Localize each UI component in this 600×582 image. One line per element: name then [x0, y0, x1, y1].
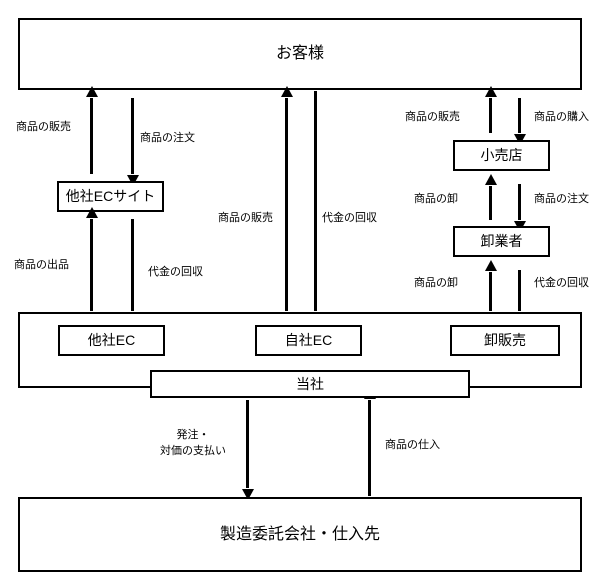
arrow-supplier-to-company-purchase — [363, 388, 376, 496]
node-own-ec: 自社EC — [255, 325, 362, 356]
arrow-customer-to-other-ec-site-order — [126, 98, 139, 186]
arrowhead-up-icon — [280, 86, 293, 97]
arrow-wholesaler-to-company-collect — [513, 270, 526, 323]
label-retailer-purchase: 商品の購入 — [534, 111, 589, 123]
label-retailer-wholesaler-wholesale: 商品の卸 — [414, 193, 458, 205]
label-customer-other-ec-site-sell: 商品の販売 — [16, 121, 71, 133]
node-wholesale-sales-label: 卸販売 — [484, 332, 526, 349]
node-our-company-label: 当社 — [296, 375, 324, 392]
arrowhead-up-icon — [484, 174, 497, 185]
arrow-wholesaler-to-retailer-wholesale — [484, 174, 497, 220]
label-other-ec-site-collect: 代金の回収 — [148, 266, 203, 278]
arrowhead-down-icon — [241, 489, 254, 500]
label-own-ec-collect: 代金の回収 — [322, 212, 377, 224]
arrow-company-to-supplier-order — [241, 400, 254, 500]
arrow-retailer-to-customer-sell — [484, 86, 497, 133]
arrow-company-to-wholesaler-wholesale — [484, 260, 497, 311]
node-wholesaler-label: 卸業者 — [480, 233, 523, 250]
node-other-ec-site-label: 他社ECサイト — [65, 188, 156, 205]
node-own-ec-label: 自社EC — [284, 332, 333, 349]
arrow-retailer-to-wholesaler-order — [513, 184, 526, 232]
label-wholesaler-company-collect: 代金の回収 — [534, 277, 589, 289]
node-retailer-label: 小売店 — [480, 147, 523, 164]
arrowhead-up-icon — [484, 260, 497, 271]
label-customer-other-ec-site-order: 商品の注文 — [140, 132, 195, 144]
label-company-supplier-order-line2: 対価の支払い — [160, 444, 226, 457]
arrowhead-down-icon — [126, 175, 139, 186]
label-company-supplier-order-line1: 発注・ — [176, 429, 210, 441]
node-supplier: 製造委託会社・仕入先 — [18, 497, 582, 572]
node-retailer: 小売店 — [453, 140, 550, 171]
label-retailer-wholesaler-order: 商品の注文 — [534, 193, 589, 205]
arrow-other-ec-site-to-company-collect — [126, 219, 139, 323]
node-other-ec-site: 他社ECサイト — [57, 181, 164, 212]
arrow-company-to-other-ec-site-listing — [85, 207, 98, 311]
node-wholesaler: 卸業者 — [453, 226, 550, 257]
label-retailer-sell: 商品の販売 — [405, 111, 460, 123]
arrow-customer-to-retailer-purchase — [513, 98, 526, 145]
node-wholesale-sales: 卸販売 — [450, 325, 560, 356]
label-company-supplier-order: 発注・ 対価の支払い — [148, 428, 238, 460]
node-other-ec-label: 他社EC — [87, 332, 136, 349]
node-supplier-label: 製造委託会社・仕入先 — [219, 525, 380, 543]
arrowhead-up-icon — [484, 86, 497, 97]
arrowhead-down-icon — [513, 134, 526, 145]
node-customer: お客様 — [18, 18, 582, 90]
label-own-ec-sell: 商品の販売 — [218, 212, 273, 224]
node-our-company: 当社 — [150, 370, 470, 398]
arrowhead-up-icon — [85, 86, 98, 97]
arrow-own-ec-to-customer-sell — [280, 86, 293, 311]
arrow-other-ec-site-to-customer-sell — [85, 86, 98, 174]
label-company-supplier-purchase: 商品の仕入 — [385, 439, 440, 451]
arrowhead-up-icon — [85, 207, 98, 218]
node-other-ec: 他社EC — [58, 325, 165, 356]
arrow-customer-to-own-ec-collect — [309, 91, 322, 323]
label-other-ec-site-listing: 商品の出品 — [14, 259, 69, 271]
node-customer-label: お客様 — [275, 45, 324, 63]
label-wholesaler-company-wholesale: 商品の卸 — [414, 277, 458, 289]
